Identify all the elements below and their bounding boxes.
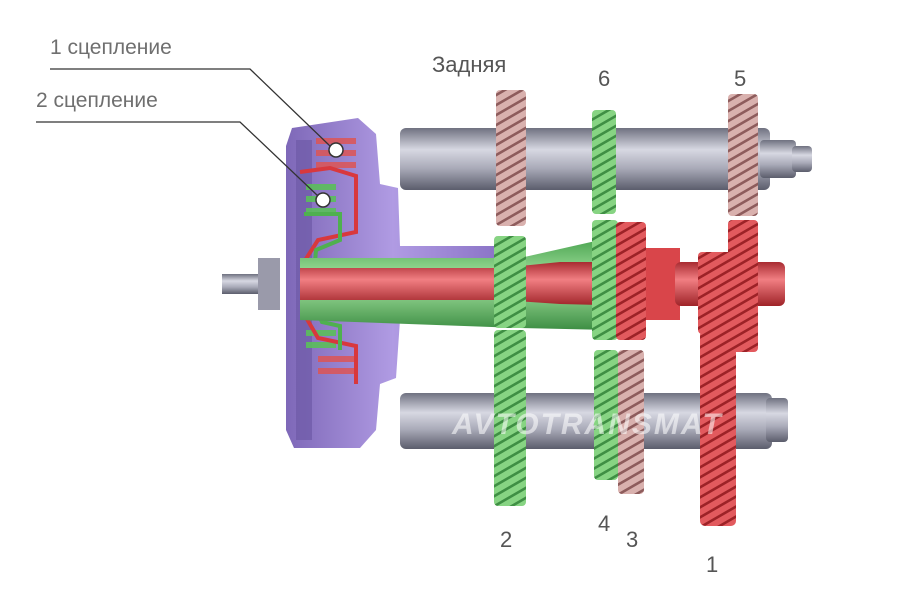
gear-5-label: 5 <box>734 66 747 91</box>
gear-1-lower <box>700 330 736 526</box>
gear-6-label: 6 <box>598 66 611 91</box>
reverse-gear-label: Задняя <box>432 52 507 77</box>
gear-2-main <box>494 236 526 328</box>
clutch1-marker <box>328 142 344 158</box>
reverse-gear-upper <box>496 90 526 226</box>
gear-1-label: 1 <box>706 552 719 577</box>
clutch2-label: 2 сцепление <box>36 89 158 112</box>
gear-1-main <box>698 220 758 352</box>
input-stub <box>222 258 280 310</box>
gear-4-6-main <box>592 220 618 340</box>
upper-countershaft <box>400 128 812 190</box>
gear-3-main <box>616 222 646 340</box>
gear-5-upper <box>728 94 758 216</box>
clutch1-leader-line <box>50 68 331 147</box>
gear-3-lower <box>618 350 644 494</box>
gear-6-upper <box>592 110 616 214</box>
gear-3-label: 3 <box>626 527 639 552</box>
gear-2-label: 2 <box>500 527 513 552</box>
clutch1-label: 1 сцепление <box>50 36 172 59</box>
gear-4-lower <box>594 350 618 480</box>
gear-2-lower <box>494 330 526 506</box>
clutch2-marker <box>315 192 331 208</box>
watermark: AVTOTRANSMAT <box>452 408 723 441</box>
gear-4-label: 4 <box>598 511 611 536</box>
lower-countershaft <box>400 393 788 449</box>
clutch2-leader-line <box>36 121 319 197</box>
